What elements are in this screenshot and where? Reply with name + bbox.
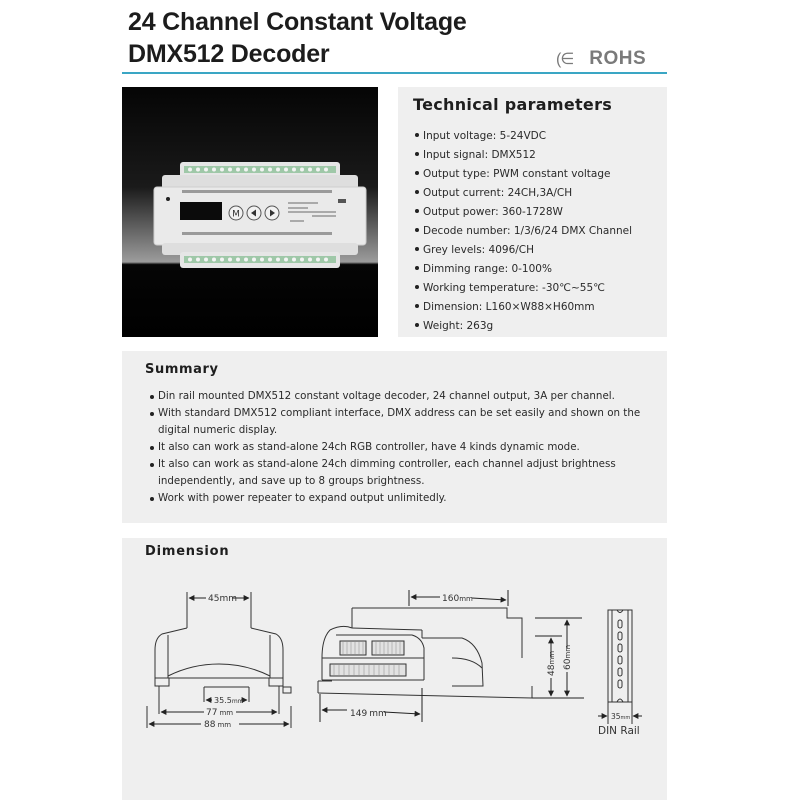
summary-item: It also can work as stand-alone 24ch dim… xyxy=(150,456,650,490)
header-divider xyxy=(122,72,667,74)
spec-item: Dimension: L160×W88×H60mm xyxy=(415,298,632,317)
ce-mark-icon: (∈ xyxy=(556,51,574,68)
bullet-icon xyxy=(415,209,419,213)
decoder-device-illustration: M xyxy=(153,162,367,268)
dimension-heading: Dimension xyxy=(145,544,230,559)
dim-side-length-top: 160mm xyxy=(442,594,473,604)
summary-heading: Summary xyxy=(145,362,219,377)
side-view-drawing xyxy=(317,607,533,699)
bullet-icon xyxy=(415,247,419,251)
product-photo: M xyxy=(122,87,378,337)
dim-side-height-body: 48mm xyxy=(547,651,557,676)
summary-panel: Summary Din rail mounted DMX512 constant… xyxy=(122,351,667,523)
bullet-icon xyxy=(415,304,419,308)
summary-item: Din rail mounted DMX512 constant voltage… xyxy=(150,388,650,405)
dim-front-din-gap: 35.5mm xyxy=(214,696,244,705)
spec-item: Dimming range: 0-100% xyxy=(415,260,632,279)
bullet-icon xyxy=(415,133,419,137)
summary-item: With standard DMX512 compliant interface… xyxy=(150,405,650,439)
spec-item: Output power: 360-1728W xyxy=(415,203,632,222)
front-view-drawing xyxy=(146,592,292,728)
spec-item: Decode number: 1/3/6/24 DMX Channel xyxy=(415,222,632,241)
summary-item: It also can work as stand-alone 24ch RGB… xyxy=(150,439,650,456)
bullet-icon xyxy=(415,171,419,175)
dim-side-height-total: 60mm xyxy=(563,645,573,670)
title-line-1: 24 Channel Constant Voltage xyxy=(128,8,467,36)
technical-parameters-list: Input voltage: 5-24VDC Input signal: DMX… xyxy=(415,127,632,336)
spec-item: Weight: 263g xyxy=(415,317,632,336)
din-rail-drawing xyxy=(607,609,633,724)
summary-item: Work with power repeater to expand outpu… xyxy=(150,490,650,507)
svg-text:M: M xyxy=(232,210,240,220)
spec-item: Input signal: DMX512 xyxy=(415,146,632,165)
bullet-icon xyxy=(415,228,419,232)
din-rail-label: DIN Rail xyxy=(598,725,640,737)
page-title: 24 Channel Constant Voltage DMX512 Decod… xyxy=(128,6,467,70)
bullet-icon xyxy=(150,497,154,501)
bullet-icon xyxy=(415,266,419,270)
bullet-icon xyxy=(415,323,419,327)
spec-item: Input voltage: 5-24VDC xyxy=(415,127,632,146)
certifications: (∈ ROHS xyxy=(556,44,646,74)
dimension-panel: Dimension xyxy=(122,538,667,800)
spec-item: Working temperature: -30℃~55℃ xyxy=(415,279,632,298)
bullet-icon xyxy=(150,463,154,467)
bullet-icon xyxy=(415,285,419,289)
dim-rail-width: 35mm xyxy=(611,712,630,721)
technical-parameters-heading: Technical parameters xyxy=(413,95,613,114)
bullet-icon xyxy=(415,190,419,194)
bullet-icon xyxy=(150,395,154,399)
spec-item: Output current: 24CH,3A/CH xyxy=(415,184,632,203)
spec-item: Output type: PWM constant voltage xyxy=(415,165,632,184)
bullet-icon xyxy=(150,446,154,450)
spec-item: Grey levels: 4096/CH xyxy=(415,241,632,260)
technical-parameters-panel: Technical parameters Input voltage: 5-24… xyxy=(398,87,667,337)
title-line-2: DMX512 Decoder xyxy=(128,40,330,68)
bullet-icon xyxy=(415,152,419,156)
dim-front-top-width: 45mm xyxy=(208,594,237,604)
rohs-label: ROHS xyxy=(589,48,647,69)
summary-list: Din rail mounted DMX512 constant voltage… xyxy=(150,388,650,507)
bullet-icon xyxy=(150,412,154,416)
